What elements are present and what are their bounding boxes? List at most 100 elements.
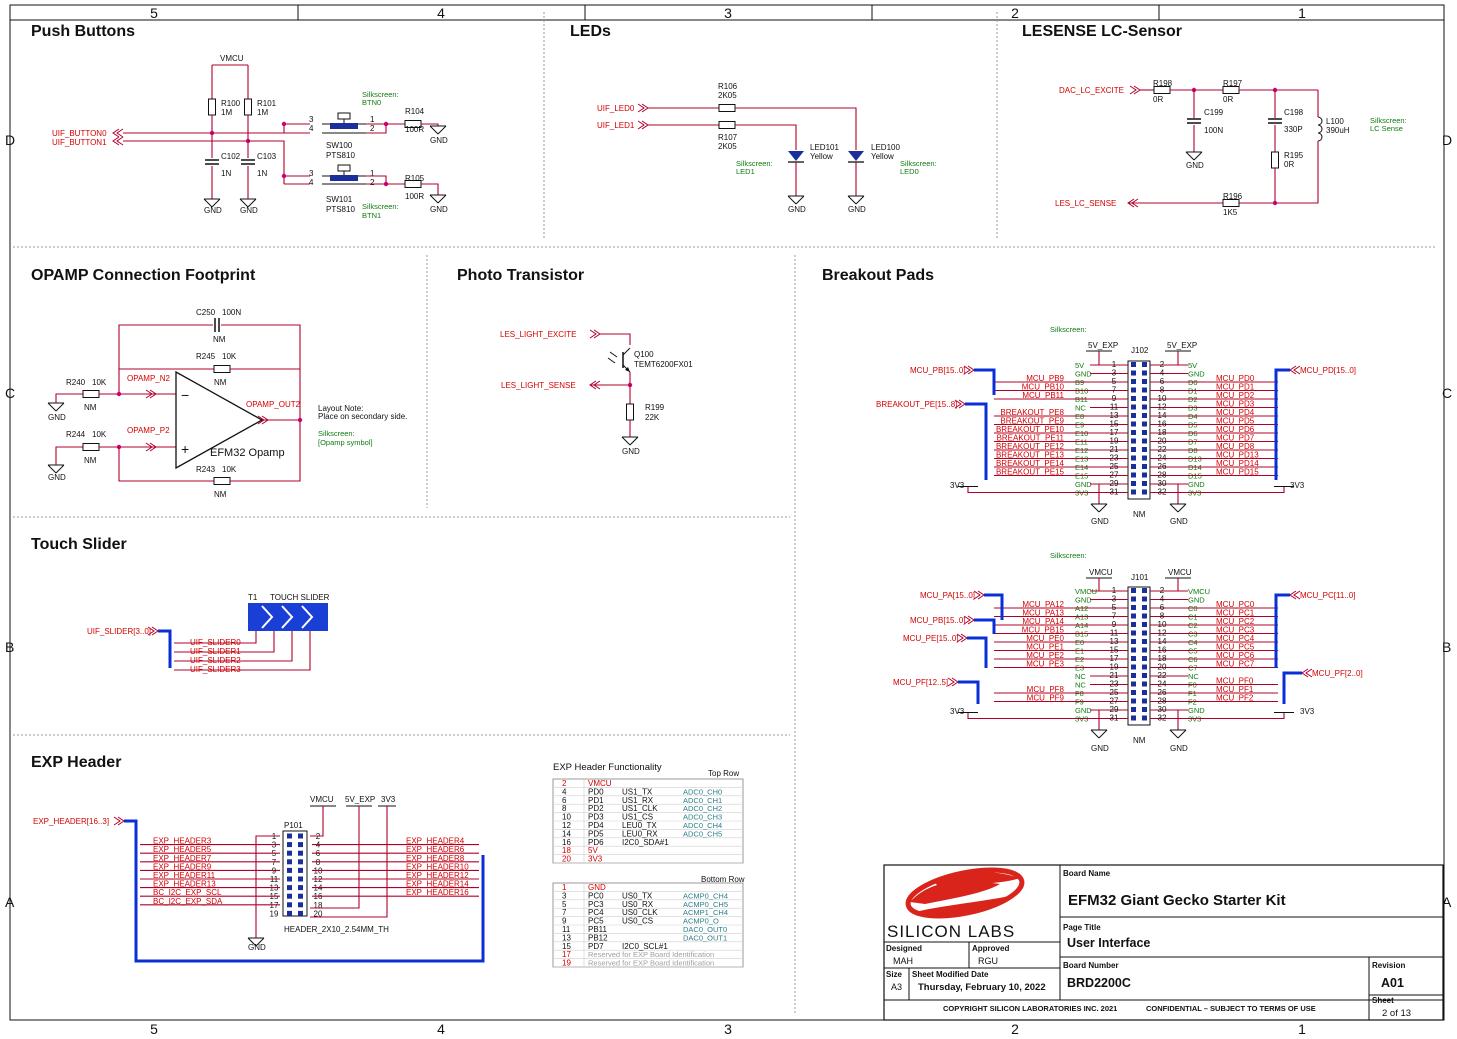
j101-pad: [1131, 681, 1136, 687]
j102-pin-right: 30: [1158, 479, 1167, 488]
section-title-photo-transistor: Photo Transistor: [457, 267, 584, 284]
table-analog: ADC0_CH3: [683, 813, 722, 822]
r100-ref: R100: [221, 99, 241, 108]
gnd-r104: GND: [430, 136, 448, 145]
table-pin: 2: [562, 779, 567, 788]
j102-pad: [1142, 362, 1147, 367]
p101-pad: [287, 867, 292, 873]
j102-net-left: BREAKOUT_PE11: [997, 434, 1065, 443]
j102-pin-right: 10: [1158, 394, 1167, 403]
j102-net-right: MCU_PD4: [1216, 408, 1255, 417]
sw101-pin3: 3: [309, 169, 314, 178]
j102-pad: [1142, 413, 1147, 418]
j102-pin-right: 18: [1158, 428, 1167, 437]
sw100-ref: SW100: [326, 141, 353, 150]
sw101-pin2: 2: [370, 178, 375, 187]
p101-pad: [287, 902, 292, 908]
j102-silk-left: GND: [1075, 480, 1092, 489]
r196-value: 1K5: [1223, 208, 1238, 217]
j101-pad: [1131, 588, 1136, 593]
j101-gnd-left: GND: [1091, 744, 1109, 753]
zone-bottom-5: 5: [150, 1021, 158, 1037]
gnd-c102: GND: [204, 206, 222, 215]
table-port: PB11: [588, 925, 608, 934]
exp-table-title: EXP Header Functionality: [553, 762, 662, 773]
j101-pin-right: 24: [1158, 680, 1167, 689]
j101-net-left: MCU_PB15: [1022, 626, 1065, 635]
j102-pin-right: 20: [1158, 437, 1167, 446]
r107-value: 2K05: [718, 142, 737, 151]
copyright: COPYRIGHT SILICON LABORATORIES INC. 2021: [943, 1004, 1117, 1013]
exp-net-right: EXP_HEADER12: [406, 871, 469, 880]
p101-pad: [298, 833, 303, 839]
j101-ref: J101: [1131, 573, 1149, 582]
j101-pin-right: 2: [1160, 586, 1165, 595]
c198-value: 330P: [1284, 125, 1303, 134]
exp-net-right: EXP_HEADER4: [406, 837, 465, 846]
j102-pin-right: 16: [1158, 420, 1167, 429]
j102-silk-right: GND: [1188, 370, 1205, 379]
zone-bottom-3: 3: [724, 1021, 732, 1037]
table-analog: ADC0_CH2: [683, 804, 722, 813]
page-title-label: Page Title: [1063, 923, 1101, 932]
r244-ref: R244: [66, 430, 86, 439]
j102-pin-right: 4: [1160, 369, 1165, 378]
sw100-pin2: 2: [370, 124, 375, 133]
exp-net-left: EXP_HEADER3: [153, 837, 212, 846]
j101-net-left: MCU_PF9: [1027, 694, 1065, 703]
j101-pad: [1142, 605, 1147, 610]
gnd-r244: GND: [48, 473, 66, 482]
j102-pad: [1131, 489, 1136, 495]
j101-net-left: MCU_PF8: [1027, 685, 1065, 694]
j101-silk-right: GND: [1188, 596, 1205, 605]
modified-label: Sheet Modified Date: [912, 970, 989, 979]
j102-pin-right: 12: [1158, 403, 1167, 412]
p101-part: HEADER_2X10_2.54MM_TH: [284, 925, 389, 934]
confidential: CONFIDENTIAL – SUBJECT TO TERMS OF USE: [1146, 1004, 1316, 1013]
j102-pin-right: 2: [1160, 360, 1165, 369]
j102-pad: [1131, 362, 1136, 367]
sw101-ref: SW101: [326, 195, 353, 204]
j102-pin-left: 27: [1110, 471, 1119, 480]
approved-label: Approved: [972, 944, 1009, 953]
p101-pad: [287, 893, 292, 899]
board-number-label: Board Number: [1063, 961, 1119, 970]
p101-pad: [298, 876, 303, 882]
exp-gnd: GND: [248, 943, 266, 952]
j102-pad: [1142, 404, 1147, 410]
svg-text:+: +: [181, 441, 189, 457]
j101-pad: [1131, 647, 1136, 653]
table-port: PC0: [588, 891, 604, 900]
j101-pin-left: 29: [1110, 705, 1119, 714]
j101-pad: [1142, 707, 1147, 712]
p101-pad: [287, 842, 292, 848]
j101-net-right: MCU_PF1: [1216, 685, 1254, 694]
j102-pad: [1142, 421, 1147, 427]
table-func: US1_CS: [622, 813, 653, 822]
j102-pad: [1142, 464, 1147, 469]
logo-text: SILICON LABS: [887, 922, 1015, 941]
table-analog: DAC0_OUT1: [683, 933, 727, 942]
j101-net-right: MCU_PC6: [1216, 651, 1255, 660]
net-mcu-pb-bus: MCU_PB[15..0]: [910, 366, 966, 375]
j102-pad: [1142, 396, 1147, 401]
r104-ref: R104: [405, 107, 425, 116]
p101-pad: [287, 910, 292, 916]
j102-net-left: BREAKOUT_PE12: [996, 442, 1065, 451]
table-pin: 7: [562, 908, 567, 917]
gnd-r199: GND: [622, 447, 640, 456]
c250-nm: NM: [213, 335, 226, 344]
table-port: Reserved for EXP Board Identification: [588, 950, 714, 959]
net-uif-slider-bus: UIF_SLIDER[3..0]: [87, 627, 151, 636]
j102-pad: [1131, 404, 1136, 410]
j101-pin-left: 5: [1112, 603, 1117, 612]
j101-pad: [1131, 698, 1136, 704]
j102-pin-right: 32: [1158, 488, 1167, 497]
exp-net-right: EXP_HEADER6: [406, 845, 465, 854]
table-func: US1_CLK: [622, 804, 658, 813]
sw101-pin4: 4: [309, 178, 314, 187]
j101-pin-left: 1: [1112, 586, 1117, 595]
r195-ref: R195: [1284, 151, 1304, 160]
j101-pin-right: 10: [1158, 620, 1167, 629]
